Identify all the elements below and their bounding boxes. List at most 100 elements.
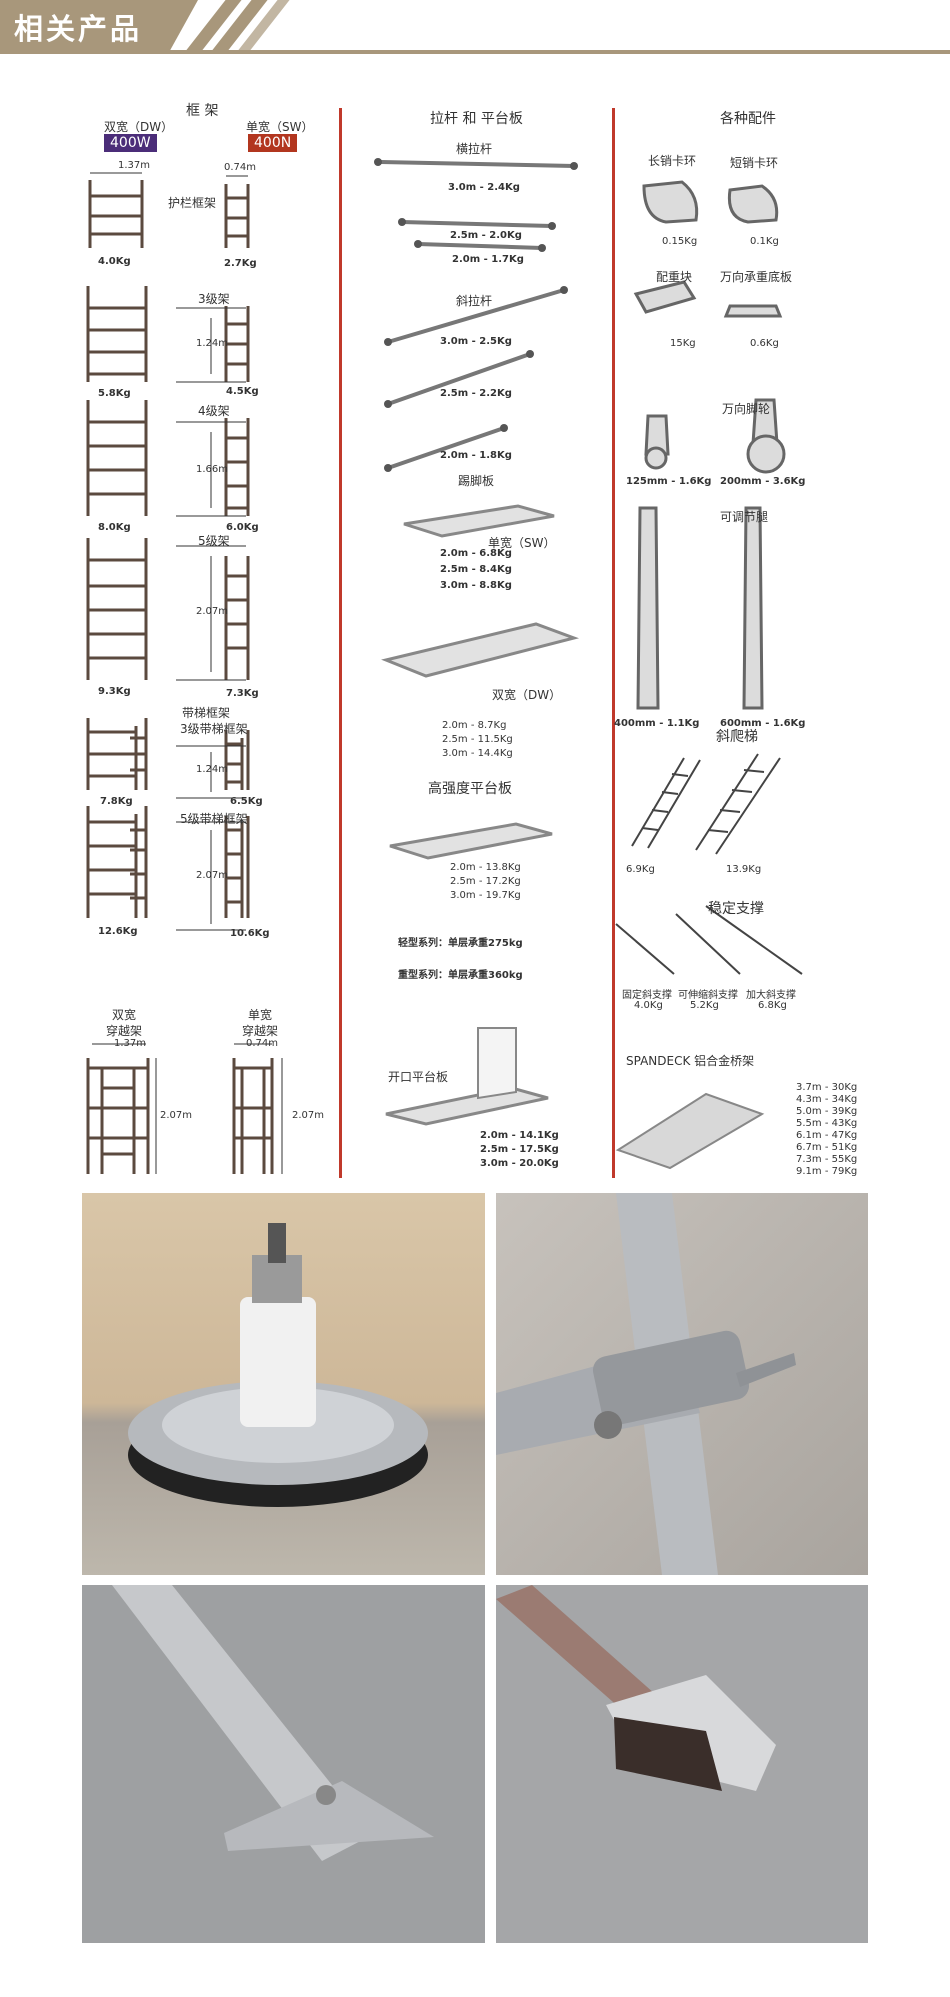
section-header: 相关产品 (0, 0, 950, 56)
caster-spec: 200mm - 3.6Kg (720, 476, 806, 487)
spandeck-spec: 3.7m - 30Kg (796, 1082, 858, 1093)
sw-label: 单宽（SW） (246, 120, 314, 134)
weight: 9.3Kg (98, 686, 131, 697)
brace-clips (374, 158, 578, 472)
brace-spec: 2.5m - 2.0Kg (450, 230, 522, 241)
height: 1.66m (196, 464, 229, 475)
product-catalog: 框 架 双宽（DW） 400W 单宽（SW） 400N 1.37m 0.74m … (86, 98, 866, 1183)
col1-heading: 框 架 (186, 103, 219, 119)
weight: 13.9Kg (726, 864, 762, 875)
light-series: 轻型系列：单层承重275kg (398, 938, 523, 949)
long-clip-label: 长销卡环 (648, 154, 697, 168)
column-divider (612, 108, 615, 1178)
weight: 4.5Kg (226, 386, 259, 397)
spandeck-drawing (615, 1092, 765, 1170)
sw-cross-width: 0.74m (246, 1038, 279, 1049)
weight: 0.1Kg (750, 236, 779, 247)
header-rule (0, 50, 950, 54)
weight: 0.6Kg (750, 338, 779, 349)
weight: 8.0Kg (98, 522, 131, 533)
leg-spec: 400mm - 1.1Kg (614, 718, 700, 729)
rubber-foot-illustration (496, 1585, 776, 1791)
height: 1.24m (196, 764, 229, 775)
clamp-illustration (496, 1193, 796, 1575)
header-title: 相关产品 (14, 12, 143, 46)
col2-heading: 拉杆 和 平台板 (430, 111, 523, 127)
spandeck-spec: 6.7m - 51Kg (796, 1142, 858, 1153)
height: 2.07m (196, 870, 229, 881)
photo-ladder-foot (82, 1585, 485, 1943)
platform-spec: 2.0m - 13.8Kg (450, 862, 521, 873)
spandeck-spec: 4.3m - 34Kg (796, 1094, 858, 1105)
dw-cross-width: 1.37m (114, 1038, 147, 1049)
brace-spec: 3.0m - 2.5Kg (440, 336, 512, 347)
photo-rubber-foot (496, 1585, 868, 1943)
weight: 10.6Kg (230, 928, 270, 939)
weight: 6.5Kg (230, 796, 263, 807)
platform-spec: 2.0m - 6.8Kg (440, 548, 512, 559)
base-plate-label: 万向承重底板 (720, 270, 793, 284)
platform-spec: 2.5m - 17.5Kg (480, 1144, 559, 1155)
spandeck-spec: 7.3m - 55Kg (796, 1154, 858, 1165)
platform-spec: 2.5m - 17.2Kg (450, 876, 521, 887)
ladder-foot-illustration (112, 1585, 434, 1861)
photo-clamp (496, 1193, 868, 1575)
level5-label: 5级架 (198, 534, 230, 548)
caster-spec: 125mm - 1.6Kg (626, 476, 712, 487)
ladder-label: 斜爬梯 (716, 729, 758, 745)
sw-cross-height: 2.07m (292, 1110, 325, 1121)
base-plate-illustration (128, 1223, 428, 1507)
stabilizer-name: 固定斜支撑 (622, 990, 672, 1001)
spandeck-spec: 6.1m - 47Kg (796, 1130, 858, 1141)
frame-drawings (86, 180, 274, 1174)
platform-spec: 3.0m - 8.8Kg (440, 580, 512, 591)
ladder3-label: 3级带梯框架 (180, 722, 248, 736)
height: 1.24m (196, 338, 229, 349)
height: 2.07m (196, 606, 229, 617)
brace-spec: 2.0m - 1.7Kg (452, 254, 524, 265)
ladder-drawings (615, 753, 803, 975)
weight: 5.2Kg (690, 1000, 719, 1011)
dimension-lines (90, 172, 283, 1174)
hatch-label: 开口平台板 (388, 1070, 449, 1084)
weight: 4.0Kg (634, 1000, 663, 1011)
ladder-frame-label: 带梯框架 (182, 706, 231, 720)
stabilizer-name: 加大斜支撑 (746, 990, 796, 1001)
platform-spec: 2.0m - 14.1Kg (480, 1130, 559, 1141)
leg-spec: 600mm - 1.6Kg (720, 718, 806, 729)
brace-spec: 3.0m - 2.4Kg (448, 182, 520, 193)
dw-cross-label: 双宽 (112, 1008, 137, 1022)
header-tab (0, 0, 198, 50)
spandeck-label: SPANDECK 铝合金桥架 (626, 1054, 755, 1068)
spandeck-spec: 9.1m - 79Kg (796, 1166, 858, 1177)
toeboard-label: 踢脚板 (458, 474, 495, 488)
hs-platform-label: 高强度平台板 (428, 781, 512, 797)
spandeck-spec: 5.5m - 43Kg (796, 1118, 858, 1129)
level4-label: 4级架 (198, 404, 230, 418)
brace-spec: 2.5m - 2.2Kg (440, 388, 512, 399)
weight: 4.0Kg (98, 256, 131, 267)
platform-spec: 3.0m - 19.7Kg (450, 890, 521, 901)
weight: 6.8Kg (758, 1000, 787, 1011)
col3-heading: 各种配件 (720, 111, 776, 127)
photo-base-plate (82, 1193, 485, 1575)
weight: 15Kg (670, 338, 696, 349)
level3-label: 3级架 (198, 292, 230, 306)
weight: 5.8Kg (98, 388, 131, 399)
dw-label: 双宽（DW） (104, 120, 174, 134)
spandeck-spec: 5.0m - 39Kg (796, 1106, 858, 1117)
sw-badge: 400N (248, 134, 298, 152)
dw-cross-height: 2.07m (160, 1110, 193, 1121)
platform-spec: 2.5m - 8.4Kg (440, 564, 512, 575)
dw-label2: 双宽（DW） (492, 688, 562, 702)
catalog-drawings (86, 158, 803, 1174)
platform-spec: 3.0m - 14.4Kg (442, 748, 513, 759)
sw-cross-label: 单宽 (248, 1008, 273, 1022)
guard-frame-label: 护栏框架 (168, 196, 217, 210)
dw-badge: 400W (104, 134, 157, 152)
stabilizer-label: 稳定支撑 (708, 901, 764, 917)
dw-cross-label2: 穿越架 (106, 1024, 143, 1038)
dw-width: 1.37m (118, 160, 151, 171)
sw-width: 0.74m (224, 162, 257, 173)
platform-spec: 2.5m - 11.5Kg (442, 734, 513, 745)
